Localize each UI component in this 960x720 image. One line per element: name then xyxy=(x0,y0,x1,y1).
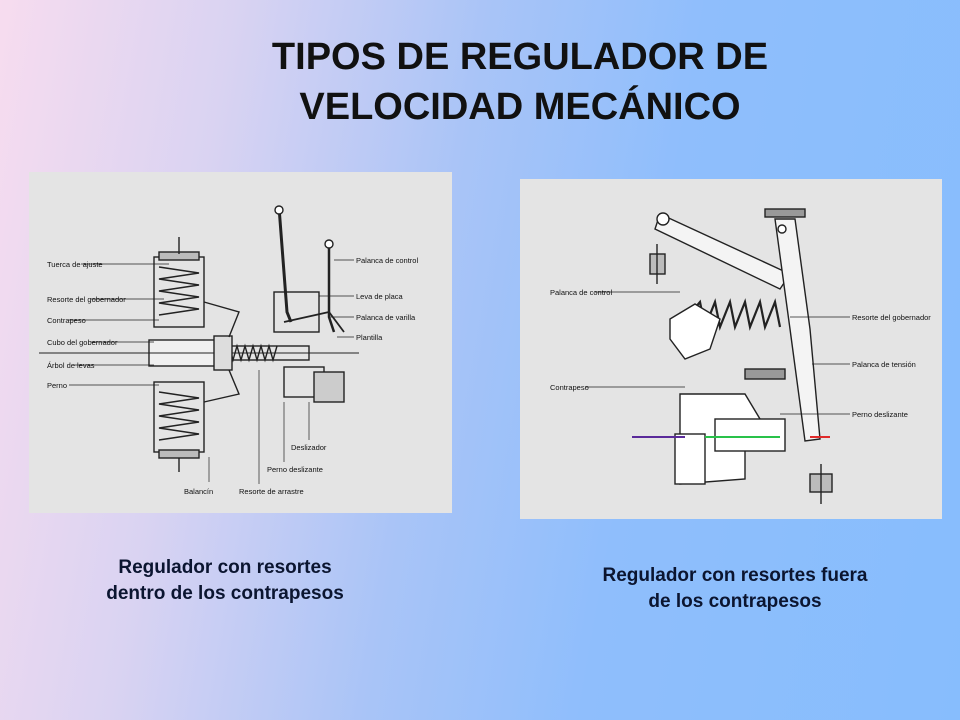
label-pin: Perno xyxy=(47,381,67,390)
label-counterweight: Contrapeso xyxy=(47,316,86,325)
caption-left-line-1: Regulador con resortes xyxy=(118,557,332,578)
label-control-lever: Palanca de control xyxy=(356,256,418,265)
diagram-springs-outside: Palanca de control Resorte del gobernado… xyxy=(520,179,942,519)
lower-bell-crank xyxy=(203,369,240,403)
label-sliding-pin: Perno deslizante xyxy=(267,465,323,474)
label-rod-lever: Palanca de varilla xyxy=(356,313,416,322)
drag-spring xyxy=(228,343,278,363)
plate-cam xyxy=(273,291,320,333)
diagram-springs-inside-drawing: Tuerca de ajuste Resorte del gobernador … xyxy=(39,205,418,496)
diagram-springs-outside-drawing: Palanca de control Resorte del gobernado… xyxy=(550,208,931,504)
title-line-1: TIPOS DE REGULADOR DE xyxy=(271,36,769,78)
label-plate-cam: Leva de placa xyxy=(356,292,404,301)
label-governor-hub: Cubo del gobernador xyxy=(47,338,118,347)
caption-right: Regulador con resortes fuera de los cont… xyxy=(530,563,940,615)
label-control-lever: Palanca de control xyxy=(550,288,612,297)
title-line-2: VELOCIDAD MECÁNICO xyxy=(299,86,741,128)
control-lever xyxy=(277,206,293,323)
label-template: Plantilla xyxy=(356,333,383,342)
upper-bell-crank xyxy=(203,301,240,338)
caption-right-line-2: de los contrapesos xyxy=(648,591,822,612)
control-lever xyxy=(654,213,792,290)
slide-title: TIPOS DE REGULADOR DE VELOCIDAD MECÁNICO xyxy=(180,32,860,132)
diagram-springs-inside: Tuerca de ajuste Resorte del gobernador … xyxy=(29,172,452,513)
label-governor-spring: Resorte del gobernador xyxy=(47,295,126,304)
upper-governor-spring xyxy=(158,266,200,316)
label-tension-lever: Palanca de tensión xyxy=(852,360,916,369)
label-slider: Deslizador xyxy=(291,443,327,452)
label-governor-spring: Resorte del gobernador xyxy=(852,313,931,322)
lower-governor-spring xyxy=(158,391,200,441)
caption-right-line-1: Regulador con resortes fuera xyxy=(602,565,868,586)
label-drag-spring: Resorte de arrastre xyxy=(239,487,304,496)
label-sliding-pin: Perno deslizante xyxy=(852,410,908,419)
label-rocker: Balancín xyxy=(184,487,213,496)
label-adjusting-nut: Tuerca de ajuste xyxy=(47,260,103,269)
label-counterweight: Contrapeso xyxy=(550,383,589,392)
tension-lever xyxy=(774,218,821,442)
caption-left: Regulador con resortes dentro de los con… xyxy=(40,555,410,607)
caption-left-line-2: dentro de los contrapesos xyxy=(106,583,344,604)
label-camshaft: Árbol de levas xyxy=(47,361,95,370)
